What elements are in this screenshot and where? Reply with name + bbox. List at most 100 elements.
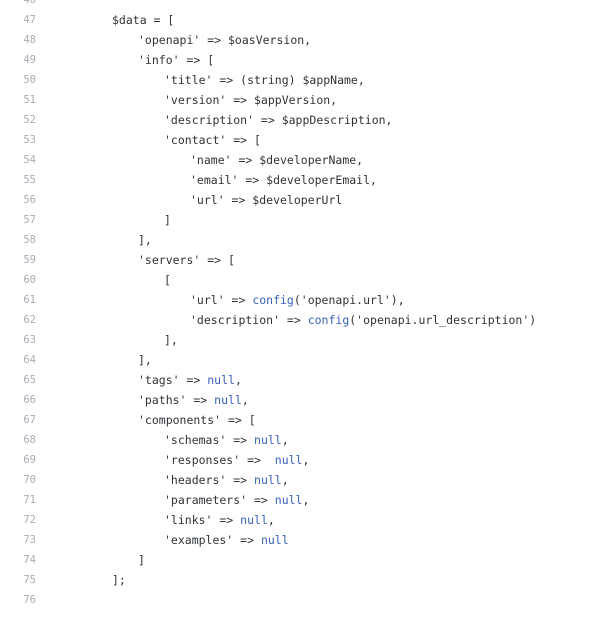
code-text[interactable]: ], — [138, 350, 152, 370]
line-number: 75 — [23, 574, 36, 586]
code-token: , — [302, 493, 310, 507]
code-text[interactable]: 'info' => [ — [138, 50, 214, 70]
code-text[interactable]: 'servers' => [ — [138, 250, 235, 270]
code-token: 'paths' => — [138, 393, 215, 407]
code-text[interactable]: 'description' => $appDescription, — [164, 110, 392, 130]
code-text[interactable]: [ — [164, 270, 171, 290]
code-line: 64], — [0, 350, 610, 370]
code-token: , — [281, 433, 289, 447]
line-number: 62 — [23, 314, 36, 326]
line-number: 71 — [23, 494, 36, 506]
code-line: 65'tags' => null, — [0, 370, 610, 390]
code-line: 74] — [0, 550, 610, 570]
code-token: 'title' => (string) $appName, — [164, 73, 365, 87]
line-number: 61 — [23, 294, 36, 306]
line-number: 51 — [23, 94, 36, 106]
code-token: , — [281, 473, 289, 487]
code-keyword: null — [207, 373, 235, 387]
code-text[interactable]: 'contact' => [ — [164, 130, 261, 150]
code-text[interactable]: ], — [138, 230, 152, 250]
code-token: 'responses' => — [164, 453, 275, 467]
code-text[interactable]: 'title' => (string) $appName, — [164, 70, 365, 90]
code-text[interactable]: 'paths' => null, — [138, 390, 249, 410]
code-text[interactable]: 'examples' => null — [164, 530, 289, 550]
code-token: 'tags' => — [138, 373, 208, 387]
line-number: 64 — [23, 354, 36, 366]
line-number: 55 — [23, 174, 36, 186]
code-text[interactable]: 'headers' => null, — [164, 470, 289, 490]
code-token: 'url' => $developerUrl — [190, 193, 343, 207]
line-number: 46 — [23, 0, 36, 6]
line-number: 53 — [23, 134, 36, 146]
code-text[interactable]: 'openapi' => $oasVersion, — [138, 30, 311, 50]
line-number: 66 — [23, 394, 36, 406]
code-token: $data = [ — [112, 13, 175, 27]
code-text[interactable]: 'parameters' => null, — [164, 490, 309, 510]
code-token: 'url' => — [190, 293, 253, 307]
code-token: 'links' => — [164, 513, 241, 527]
line-number: 58 — [23, 234, 36, 246]
code-line: 50'title' => (string) $appName, — [0, 70, 610, 90]
code-text[interactable]: 'name' => $developerName, — [190, 150, 363, 170]
line-number: 48 — [23, 34, 36, 46]
code-line: 58], — [0, 230, 610, 250]
code-keyword: null — [254, 433, 282, 447]
code-text[interactable]: 'responses' => null, — [164, 450, 309, 470]
code-token: , — [302, 453, 310, 467]
code-token: [ — [164, 273, 171, 287]
code-token: , — [234, 373, 242, 387]
code-line: 62 'description' => config('openapi.url_d… — [0, 310, 610, 330]
code-text[interactable]: 'url' => config('openapi.url'), — [190, 290, 405, 310]
code-text[interactable]: ] — [138, 550, 145, 570]
line-number: 59 — [23, 254, 36, 266]
code-token: 'contact' => [ — [164, 133, 261, 147]
code-token: 'description' => — [190, 313, 308, 327]
line-number: 70 — [23, 474, 36, 486]
code-line: 47 $data = [ — [0, 10, 610, 30]
code-line: 54'name' => $developerName, — [0, 150, 610, 170]
code-line: 59 'servers' => [ — [0, 250, 610, 270]
code-text[interactable]: ]; — [112, 570, 126, 590]
line-number: 72 — [23, 514, 36, 526]
line-number: 68 — [23, 434, 36, 446]
code-text[interactable]: 'components' => [ — [138, 410, 256, 430]
code-line: 69 'responses' => null, — [0, 450, 610, 470]
code-line: 55 'email' => $developerEmail, — [0, 170, 610, 190]
code-token: 'servers' => [ — [138, 253, 235, 267]
code-token: ] — [164, 213, 171, 227]
line-number: 74 — [23, 554, 36, 566]
code-text[interactable]: 'url' => $developerUrl — [190, 190, 342, 210]
code-token: 'info' => [ — [138, 53, 215, 67]
code-text[interactable]: ], — [164, 330, 178, 350]
line-number: 49 — [23, 54, 36, 66]
code-text[interactable]: 'description' => config('openapi.url_des… — [190, 310, 536, 330]
code-text[interactable]: 'email' => $developerEmail, — [190, 170, 377, 190]
code-text[interactable]: $data = [ — [112, 10, 174, 30]
code-keyword: null — [240, 513, 268, 527]
code-token: 'schemas' => — [164, 433, 255, 447]
code-text[interactable]: ] — [164, 210, 171, 230]
line-number: 73 — [23, 534, 36, 546]
code-token: 'name' => $developerName, — [190, 153, 364, 167]
code-token: 'headers' => — [164, 473, 255, 487]
code-line: 68 'schemas' => null, — [0, 430, 610, 450]
code-line: 61 'url' => config('openapi.url'), — [0, 290, 610, 310]
code-text[interactable]: 'tags' => null, — [138, 370, 242, 390]
code-line: 53 'contact' => [ — [0, 130, 610, 150]
line-number: 69 — [23, 454, 36, 466]
code-token: 'email' => $developerEmail, — [190, 173, 377, 187]
code-line: 52'description' => $appDescription, — [0, 110, 610, 130]
code-keyword: null — [274, 453, 303, 467]
code-token: ] — [138, 553, 145, 567]
line-number: 63 — [23, 334, 36, 346]
code-line: 73 'examples' => null — [0, 530, 610, 550]
line-number: 47 — [23, 14, 36, 26]
code-text[interactable]: 'schemas' => null, — [164, 430, 289, 450]
code-text[interactable]: 'version' => $appVersion, — [164, 90, 337, 110]
code-line: 70 'headers' => null, — [0, 470, 610, 490]
line-number: 60 — [23, 274, 36, 286]
code-text[interactable]: 'links' => null, — [164, 510, 275, 530]
code-token: ('openapi.url_description') — [349, 313, 537, 327]
code-line: 48 'openapi' => $oasVersion, — [0, 30, 610, 50]
